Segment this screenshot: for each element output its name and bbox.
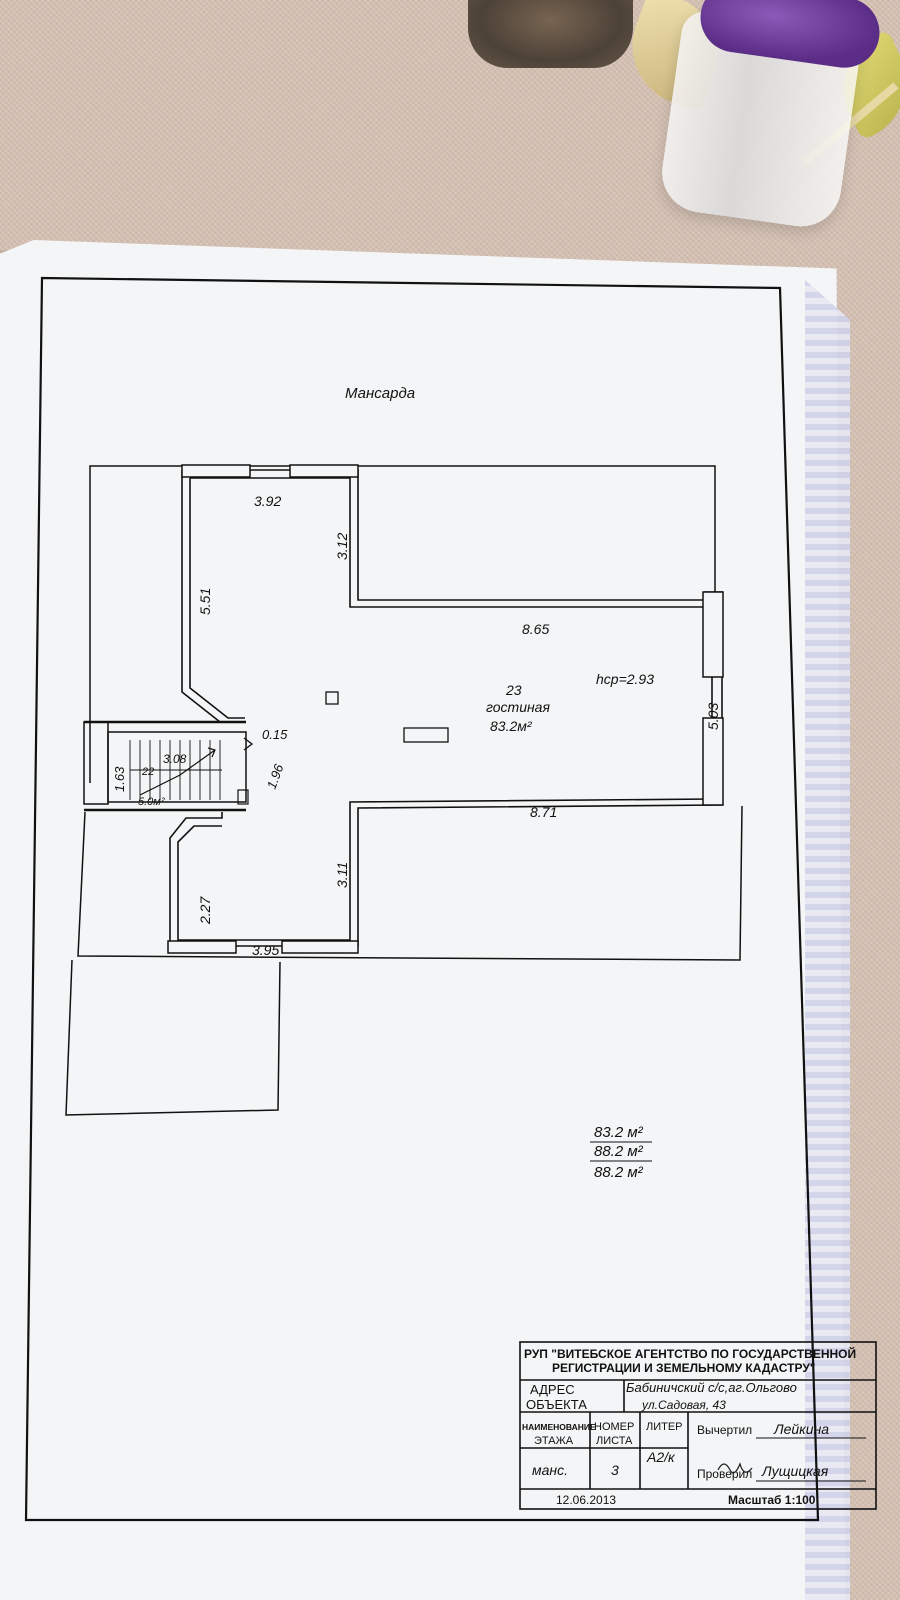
checked-name: Лущицкая: [761, 1463, 829, 1479]
dim-stair-side: 1.96: [264, 761, 287, 791]
room-name: гостиная: [486, 699, 550, 715]
stair-room-area: 5.0м²: [138, 796, 165, 808]
stair-room-number: 22: [141, 766, 154, 778]
address-label-2: ОБЪЕКТА: [526, 1397, 587, 1412]
dim-lower-right-depth: 3.11: [334, 862, 350, 888]
address-label-1: АДРЕС: [530, 1382, 575, 1397]
dim-right-height: 5.03: [705, 703, 721, 730]
sheet-frame: [24, 276, 820, 1522]
checked-label: Проверил: [697, 1467, 752, 1481]
dim-bottom-width: 3.95: [252, 942, 279, 958]
room-area: 83.2м²: [490, 718, 533, 734]
col-sheet-2: ЛИСТА: [596, 1435, 633, 1447]
address-line-2: ул.Садовая, 43: [641, 1398, 726, 1412]
address-line-1: Бабиничский с/с,аг.Ольгово: [626, 1380, 797, 1395]
heading: Мансарда: [345, 385, 415, 402]
date: 12.06.2013: [556, 1493, 616, 1507]
room-height: hср=2.93: [596, 671, 654, 687]
org-line-1: РУП "ВИТЕБСКОЕ АГЕНТСТВО ПО ГОСУДАРСТВЕН…: [524, 1346, 856, 1361]
col-floor-1: НАИМЕНОВАНИЕ: [522, 1422, 596, 1432]
drawn-label: Вычертил: [697, 1423, 752, 1437]
col-sheet-1: НОМЕР: [594, 1421, 634, 1433]
room-number: 23: [505, 682, 522, 698]
stair-block: [83, 720, 247, 812]
dim-left-height: 5.51: [197, 588, 213, 615]
spice-jar: [468, 0, 633, 68]
dim-upper-right-depth: 3.12: [334, 533, 350, 560]
area-totals: 83.2 м² 88.2 м² 88.2 м²: [590, 1124, 652, 1181]
hatch-symbol: [403, 727, 449, 743]
dim-top-width: 3.92: [254, 493, 281, 509]
dim-lower-left-height: 2.27: [197, 896, 213, 925]
drawn-name: Лейкина: [773, 1421, 829, 1437]
dim-wall-offset: 0.15: [262, 727, 288, 742]
scale: Масштаб 1:100: [728, 1493, 816, 1507]
liter-value: А2/к: [646, 1449, 676, 1465]
wall-notch: [243, 737, 254, 751]
signature-mark: [717, 1462, 753, 1474]
dim-upper-span: 8.65: [522, 621, 549, 637]
stair-post: [237, 789, 249, 805]
floor-value: манс.: [532, 1462, 568, 1478]
roof-outline-upper: [89, 465, 716, 783]
org-line-2: РЕГИСТРАЦИИ И ЗЕМЕЛЬНОМУ КАДАСТРУ": [552, 1361, 815, 1375]
col-liter: ЛИТЕР: [646, 1421, 683, 1433]
chimney-symbol: [325, 691, 339, 705]
room-walls: [169, 469, 723, 947]
dim-lower-span: 8.71: [530, 804, 557, 820]
roof-outline-lower: [77, 805, 743, 961]
area-total-1: 83.2 м²: [594, 1124, 644, 1141]
annex-outline: [65, 959, 281, 1116]
title-block: [519, 1341, 877, 1510]
col-floor-2: ЭТАЖА: [534, 1435, 574, 1447]
area-total-3: 88.2 м²: [594, 1164, 644, 1181]
dim-stair-width: 3.08: [163, 752, 187, 766]
sheet-value: 3: [611, 1462, 619, 1478]
windows: [167, 464, 724, 954]
dim-stair-height: 1.63: [112, 766, 127, 792]
area-total-2: 88.2 м²: [594, 1143, 644, 1160]
